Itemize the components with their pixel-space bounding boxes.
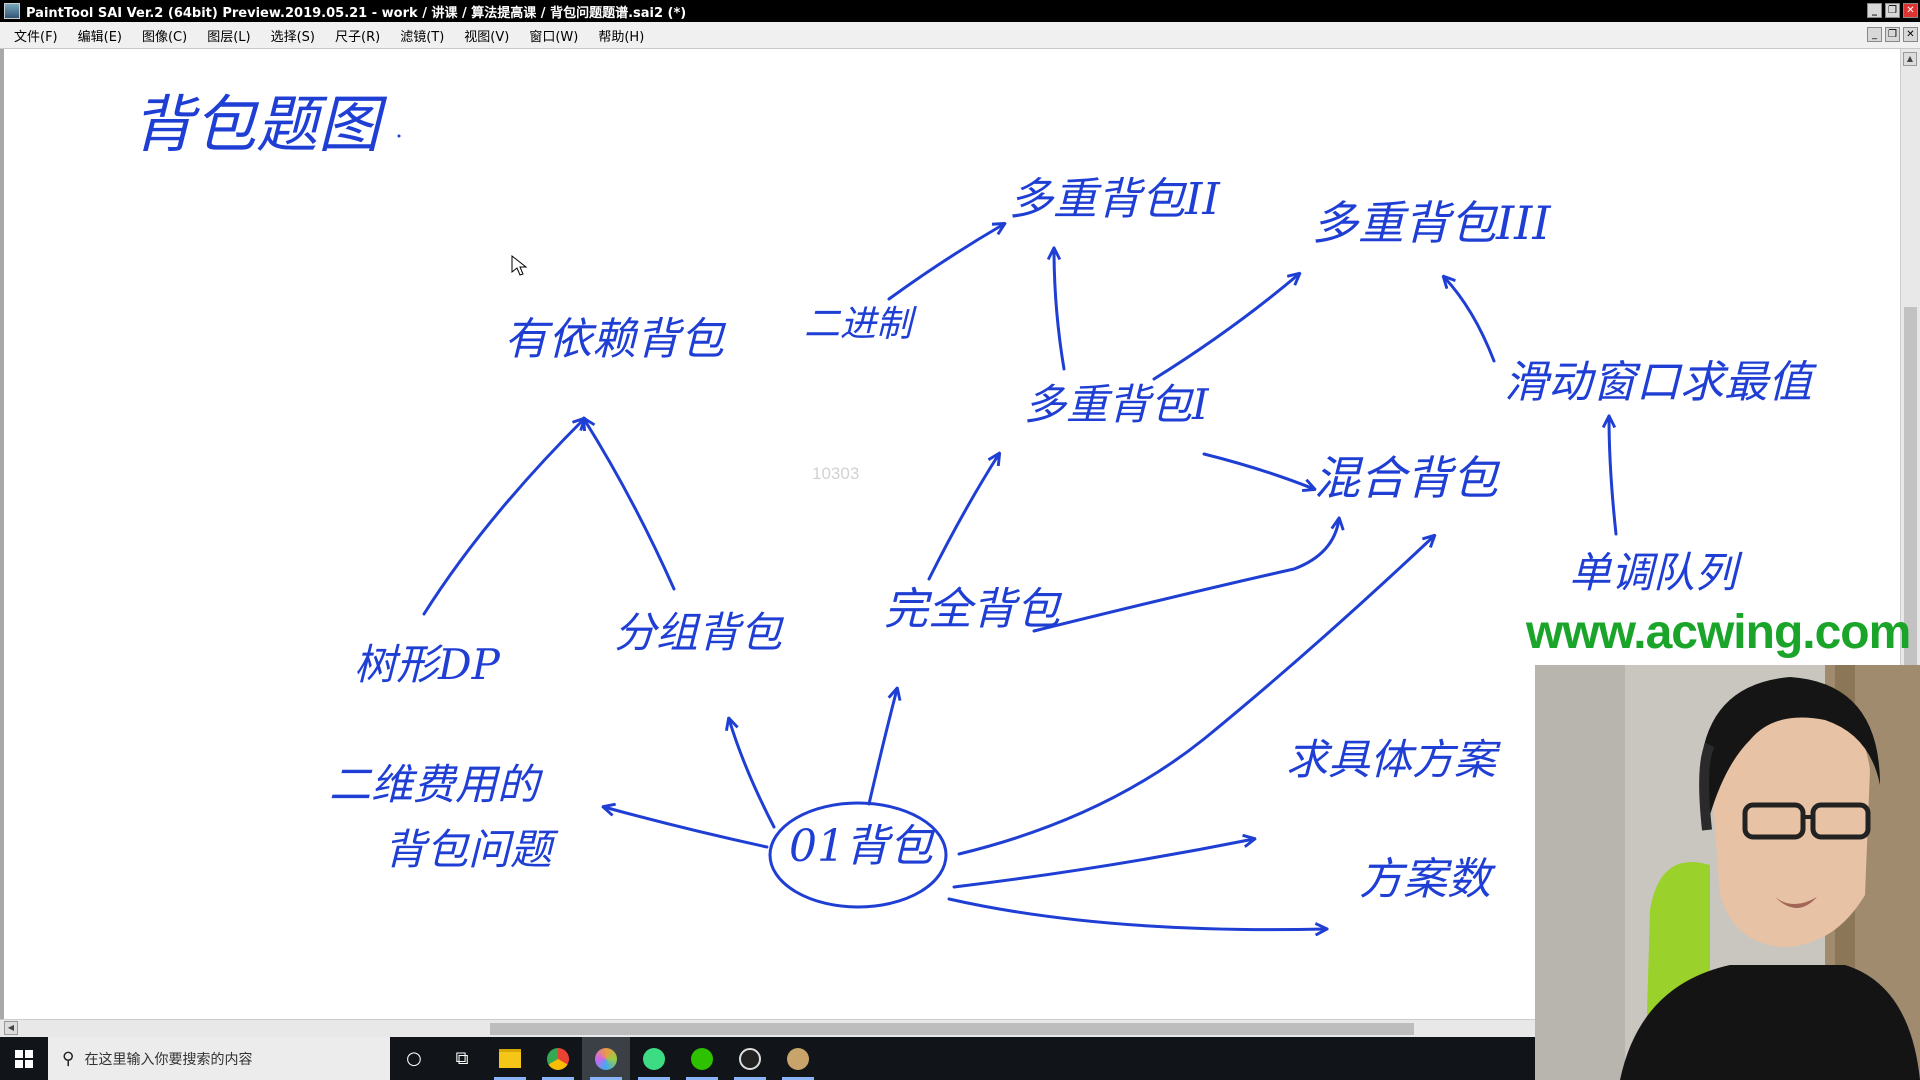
arrow-complete-mixed [1032,519,1339,633]
node-complete: 完全背包 [884,584,1063,635]
chrome-icon[interactable] [534,1037,582,1080]
taskbar: ⚲ 在这里输入你要搜索的内容 ○ ⧉ [0,1037,1535,1080]
restore-icon[interactable]: ❐ [1885,3,1900,18]
close-icon[interactable]: ✕ [1903,3,1918,18]
minimize-icon[interactable]: _ [1867,3,1882,18]
node-count: 方案数 [1359,854,1496,905]
taskbar-search-box[interactable]: ⚲ 在这里输入你要搜索的内容 [48,1037,390,1080]
zeroone-ellipse [768,801,948,909]
search-icon: ⚲ [62,1048,75,1069]
node-multi1: 多重背包I [1024,380,1210,429]
node-monoqueue: 单调队列 [1569,548,1743,597]
menu-edit[interactable]: 编辑(E) [77,29,122,45]
window-title: PaintTool SAI Ver.2 (64bit) Preview.2019… [26,5,687,21]
doc-close-icon[interactable]: ✕ [1903,27,1918,42]
mindmap-drawing: 背包题图 有依赖背包 二进制 多重背包II 多重背包III 多重背包I 滑动窗口… [132,88,1817,1019]
arrow-binary-multi2 [887,224,1004,301]
arrow-zeroone-count [947,897,1326,930]
menu-image[interactable]: 图像(C) [141,29,188,45]
menu-ruler[interactable]: 尺子(R) [335,29,381,45]
document-controls: _ ❐ ✕ [1867,27,1918,42]
menu-layer[interactable]: 图层(L) [207,29,251,45]
arrow-zeroone-twodim [604,807,769,849]
scroll-up-icon[interactable]: ▲ [1903,52,1917,66]
node-group: 分组背包 [614,608,785,657]
arrow-zeroone-complete [867,689,897,806]
webcam-overlay [1535,665,1920,1080]
arrow-complete-multi1 [927,454,999,581]
wechat-icon[interactable] [678,1037,726,1080]
drawing-canvas[interactable]: 背包题图 有依赖背包 二进制 多重背包II 多重背包III 多重背包I 滑动窗口… [0,49,1900,1019]
node-sliding: 滑动窗口求最值 [1504,357,1817,408]
menu-help[interactable]: 帮助(H) [598,29,645,45]
horizontal-scrollbar[interactable]: ◀ [0,1019,1535,1037]
search-placeholder: 在这里输入你要搜索的内容 [84,1051,253,1068]
scroll-left-icon[interactable]: ◀ [4,1021,18,1035]
webcam-feed [1535,665,1920,1080]
obs-icon[interactable] [726,1037,774,1080]
arrow-zeroone-plan [952,839,1254,889]
window-controls: _ ❐ ✕ [1867,3,1918,18]
task-view-icon[interactable]: ⧉ [455,1048,469,1069]
menu-file[interactable]: 文件(F) [14,29,58,45]
ink-dot [397,134,401,138]
horizontal-scroll-thumb[interactable] [490,1023,1414,1035]
watermark-number: 10303 [812,464,860,483]
doc-minimize-icon[interactable]: _ [1867,27,1882,42]
node-multi3: 多重背包III [1312,196,1551,250]
node-plan: 求具体方案 [1286,735,1501,784]
node-twodim-line1: 二维费用的 [329,760,544,809]
menu-select[interactable]: 选择(S) [270,29,316,45]
site-brand: www.acwing.com [1526,606,1911,659]
menu-bar: 文件(F) 编辑(E) 图像(C) 图层(L) 选择(S) 尺子(R) 滤镜(T… [0,22,1920,49]
windows-start-icon[interactable] [0,1037,48,1080]
node-treedp: 树形DP [354,640,501,689]
arrow-multi1-multi3 [1152,274,1299,381]
arrow-multi1-multi2 [1054,249,1066,371]
arrow-treedp-dependent [422,419,584,616]
file-explorer-icon[interactable] [486,1037,534,1080]
node-twodim-line2: 背包问题 [384,825,559,874]
paint-tool-sai-icon[interactable] [582,1037,630,1080]
arrow-zeroone-mixed [957,536,1434,856]
menu-view[interactable]: 视图(V) [464,29,510,45]
node-dependent: 有依赖背包 [504,314,727,365]
node-zeroone: 01背包 [789,821,936,872]
arrow-group-dependent [584,419,676,591]
cursor-icon [511,254,528,276]
android-studio-icon[interactable] [630,1037,678,1080]
doc-restore-icon[interactable]: ❐ [1885,27,1900,42]
arrow-zeroone-group [729,719,776,829]
menu-filter[interactable]: 滤镜(T) [400,29,445,45]
arrow-monoqueue-sliding [1609,417,1618,536]
app-icon [4,3,20,19]
paint-tool-icon[interactable] [774,1037,822,1080]
menu-window[interactable]: 窗口(W) [529,29,579,45]
title-label: 背包题图 [132,88,388,161]
node-mixed: 混合背包 [1314,451,1501,505]
vertical-scroll-thumb[interactable] [1904,307,1917,737]
node-binary: 二进制 [804,304,917,345]
arrow-multi1-mixed [1202,452,1314,489]
arrow-sliding-multi3 [1444,277,1496,363]
title-bar: PaintTool SAI Ver.2 (64bit) Preview.2019… [0,0,1920,22]
node-multi2: 多重背包II [1009,174,1221,225]
cortana-icon[interactable]: ○ [406,1048,422,1069]
